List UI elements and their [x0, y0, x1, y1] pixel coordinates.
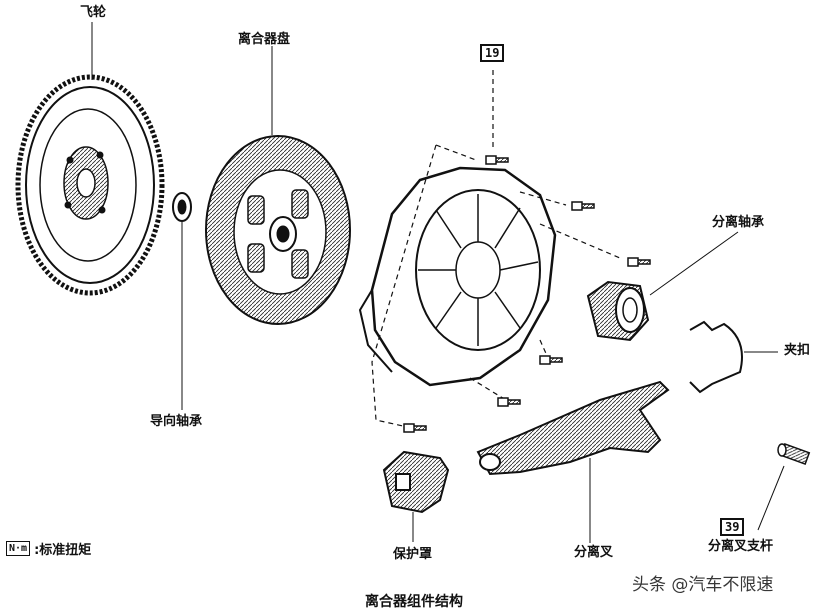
- bolts: [403, 155, 651, 433]
- label-fork-pivot: 分离叉支杆: [708, 539, 774, 554]
- legend-symbol: N·m: [6, 541, 31, 556]
- label-flywheel: 飞轮: [80, 5, 107, 20]
- torque-box-pivot: 39: [720, 518, 745, 536]
- diagram-caption: 离合器组件结构: [365, 594, 463, 610]
- mounting-guides: [371, 70, 621, 429]
- flywheel-part: [15, 74, 165, 296]
- clutch-cover-part: [358, 166, 557, 387]
- pilot-bearing-part: [172, 192, 192, 222]
- release-bearing-part: [586, 280, 650, 342]
- leader-lines: [91, 22, 785, 543]
- watermark: 头条 @汽车不限速: [632, 575, 774, 595]
- clip-part: [689, 320, 743, 394]
- label-clutch-disc: 离合器盘: [238, 32, 291, 47]
- torque-box-cover-bolt: 19: [480, 44, 505, 62]
- torque-legend: N·m :标准扭矩: [6, 539, 91, 558]
- label-release-fork: 分离叉: [574, 545, 614, 560]
- label-boot: 保护罩: [393, 547, 433, 562]
- label-pilot-bearing: 导向轴承: [150, 414, 203, 429]
- clutch-disc-part: [205, 135, 351, 325]
- fork-pivot-part: [777, 442, 811, 466]
- release-fork-part: [476, 380, 670, 476]
- label-release-bearing: 分离轴承: [712, 215, 765, 230]
- legend-text: :标准扭矩: [34, 543, 92, 558]
- boot-part: [382, 450, 450, 514]
- label-clip: 夹扣: [784, 343, 811, 358]
